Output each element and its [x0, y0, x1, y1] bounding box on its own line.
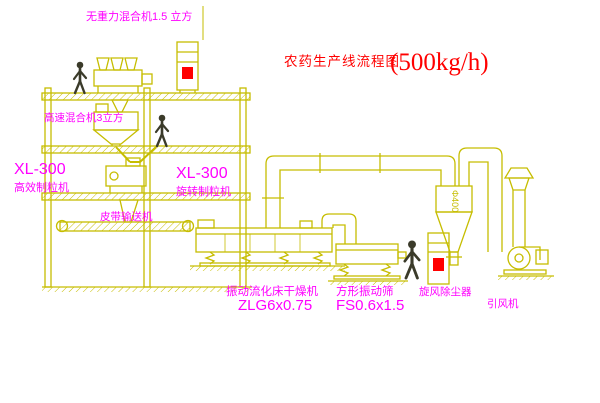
label-sieve-name: 方形振动筛: [336, 284, 394, 298]
cyclone-separator: [435, 185, 473, 266]
rain-cap: [503, 167, 535, 179]
worker-figure-roof: [72, 60, 88, 95]
cabinet-indicator-red: [433, 258, 444, 271]
gravity-mixer-machine: [93, 57, 153, 113]
fluid-bed-dryer-machine: [190, 219, 345, 271]
diagram-title: 农药生产线流程图: [284, 54, 400, 69]
vibrating-sieve-machine: [321, 213, 408, 285]
label-right-granulator-name: 旋转制粒机: [176, 184, 231, 198]
belt-conveyor-machine: [55, 219, 195, 233]
label-dryer-name: 振动流化床干燥机: [226, 284, 318, 298]
label-cyclone: 旋风除尘器: [419, 285, 472, 298]
cabinet-indicator-red: [182, 67, 193, 79]
label-gravity-mixer: 无重力混合机1.5 立方: [86, 9, 192, 23]
diagram-labels: 无重力混合机1.5 立方 农药生产线流程图 (500kg/h) 高速混合机3立方…: [14, 9, 519, 314]
high-speed-mixer-machine: [92, 103, 140, 146]
worker-figure-floor2: [154, 113, 170, 148]
control-cabinet-top: [176, 41, 199, 93]
label-high-speed-mixer: 高速混合机3立方: [44, 111, 123, 124]
induced-draft-fan-machine: [498, 167, 554, 280]
label-dryer-model: ZLG6x0.75: [238, 297, 312, 314]
label-belt-conveyor: 皮带输送机: [100, 210, 153, 223]
label-sieve-model: FS0.6x1.5: [336, 297, 404, 314]
control-cabinet-right: [427, 232, 450, 285]
cyclone-outlet-duct: [458, 147, 503, 252]
label-left-granulator-model: XL-300: [14, 161, 66, 178]
worker-figure-ground: [403, 238, 421, 280]
exhaust-duct: [262, 153, 456, 228]
label-left-granulator-name: 高效制粒机: [14, 180, 69, 194]
diagram-title-capacity: (500kg/h): [390, 49, 489, 76]
label-fan: 引风机: [487, 297, 519, 310]
y-chute: [115, 146, 157, 163]
label-right-granulator-model: XL-300: [176, 165, 228, 182]
label-duct-diameter: Φ400: [450, 190, 460, 212]
building-structure: [41, 87, 252, 292]
